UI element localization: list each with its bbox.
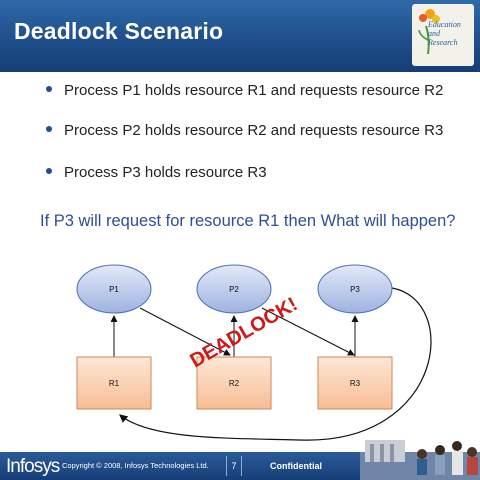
students-photo: [360, 440, 480, 480]
slide-title: Deadlock Scenario: [14, 18, 224, 44]
process-label-p2: P2: [229, 285, 239, 294]
logo-text: Education and Research: [428, 20, 461, 47]
process-label-p3: P3: [350, 285, 360, 294]
p2-requests-r3-edge: [261, 307, 355, 356]
deadlock-diagram: P1 P2 P3 R1 R2 R3 DEADLOCK!: [76, 264, 432, 441]
process-label-p1: P1: [109, 285, 119, 294]
logo-flower-icon: [418, 9, 440, 55]
resource-node-r3: R3: [317, 356, 393, 410]
question-text: If P3 will request for resource R1 then …: [40, 212, 456, 230]
resource-node-r1: R1: [76, 356, 152, 410]
infosys-logo: Infosys: [6, 456, 60, 477]
page-number: 7: [226, 456, 242, 476]
process-node-p3: P3: [317, 264, 393, 314]
p3-requests-r1-edge: [119, 287, 432, 441]
p1-requests-r2-edge: [139, 307, 231, 356]
slide-footer: Infosys Copyright © 2008, Infosys Techno…: [0, 440, 480, 480]
bullet-icon: [46, 86, 52, 92]
slide-header: Deadlock Scenario Education and Research: [0, 0, 480, 72]
bullet-icon: [46, 126, 52, 132]
resource-node-r2: R2: [196, 356, 272, 410]
process-node-p1: P1: [76, 264, 152, 314]
bullet-item: Process P3 holds resource R3: [46, 164, 267, 184]
education-research-logo: Education and Research: [412, 4, 474, 66]
bullet-item: Process P2 holds resource R2 and request…: [46, 122, 443, 142]
process-node-p2: P2: [196, 264, 272, 314]
resource-label-r1: R1: [109, 379, 120, 388]
bullet-item: Process P1 holds resource R1 and request…: [46, 82, 443, 102]
bullet-icon: [46, 168, 52, 174]
resource-label-r3: R3: [350, 379, 361, 388]
confidential-label: Confidential: [270, 461, 322, 471]
copyright-text: Copyright © 2008, Infosys Technologies L…: [62, 461, 209, 470]
resource-label-r2: R2: [229, 379, 240, 388]
